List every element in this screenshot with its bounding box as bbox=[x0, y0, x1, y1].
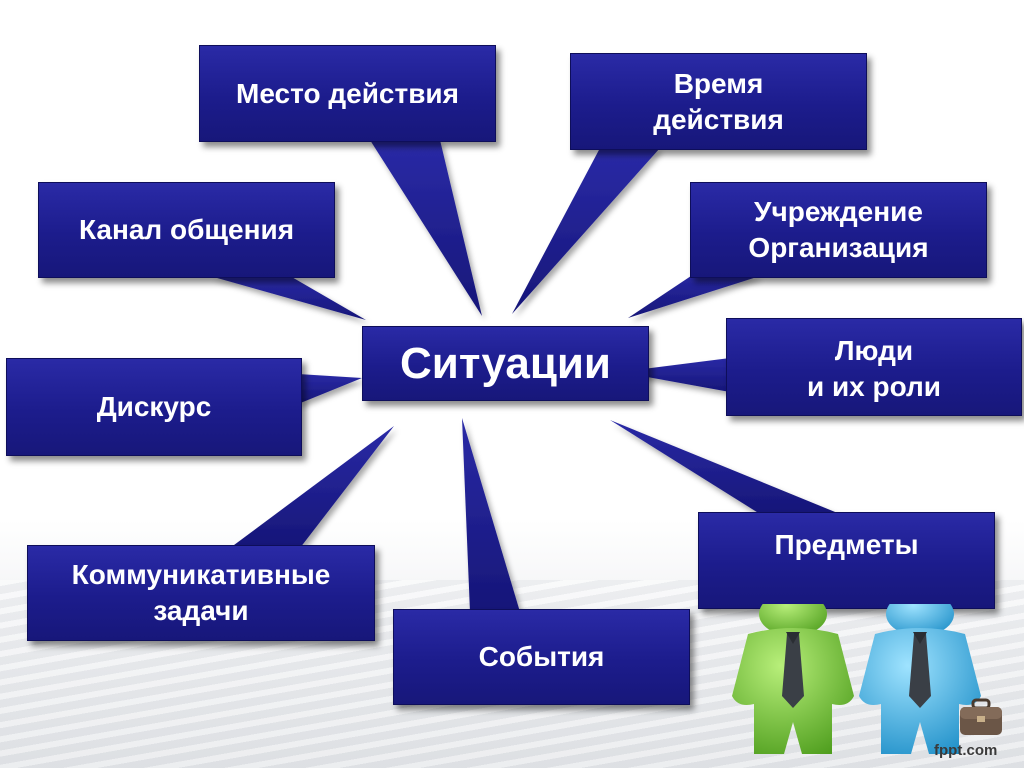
pointer-channel bbox=[210, 276, 366, 320]
node-institution: Учреждение Организация bbox=[690, 182, 987, 278]
businessman-blue-icon bbox=[859, 604, 981, 754]
pointer-time bbox=[512, 148, 660, 314]
node-discourse-label: Дискурс bbox=[96, 391, 212, 422]
node-channel: Канал общения bbox=[38, 182, 335, 278]
node-channel-label: Канал общения bbox=[78, 214, 295, 245]
node-time-label: Время действия bbox=[653, 67, 784, 135]
node-place: Место действия bbox=[199, 45, 496, 142]
node-tasks-label: Коммуникативные задачи bbox=[71, 559, 331, 626]
node-time: Время действия bbox=[570, 53, 867, 150]
node-people-label: Люди и их роли bbox=[806, 335, 942, 402]
node-objects-label: Предметы bbox=[774, 529, 919, 560]
node-events: События bbox=[393, 609, 690, 705]
node-place-label: Место действия bbox=[236, 77, 459, 109]
node-tasks: Коммуникативные задачи bbox=[27, 545, 375, 641]
node-center: Ситуации bbox=[362, 326, 649, 401]
node-people: Люди и их роли bbox=[726, 318, 1022, 416]
watermark-logo: fppt.com bbox=[934, 742, 998, 759]
node-center-label: Ситуации bbox=[400, 338, 611, 388]
node-institution-label: Учреждение Организация bbox=[748, 196, 929, 263]
pointer-people bbox=[620, 358, 730, 392]
pointer-events bbox=[462, 418, 520, 612]
pointer-objects bbox=[610, 420, 840, 514]
node-discourse: Дискурс bbox=[6, 358, 302, 456]
briefcase-icon bbox=[960, 698, 1002, 735]
pointer-place bbox=[370, 140, 482, 316]
node-objects: Предметы bbox=[698, 512, 995, 609]
node-events-label: События bbox=[478, 641, 605, 672]
businessman-green-icon bbox=[732, 604, 854, 754]
pointer-tasks bbox=[230, 426, 394, 548]
pointer-discourse bbox=[298, 374, 362, 404]
pointer-institution bbox=[628, 270, 760, 318]
